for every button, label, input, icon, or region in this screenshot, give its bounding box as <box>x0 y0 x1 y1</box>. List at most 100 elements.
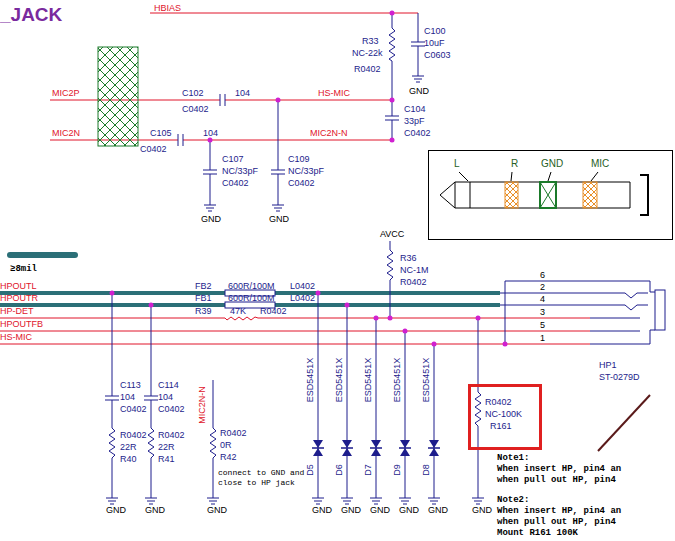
pin-label: GND <box>201 214 221 224</box>
part-label: 104 <box>120 392 135 402</box>
pin-label: 3 <box>540 307 545 317</box>
part-label: C0402 <box>120 404 147 414</box>
box-text: L <box>454 158 460 169</box>
part-label: 47K <box>230 306 246 316</box>
part-label: C107 <box>222 154 244 164</box>
jack-illustration-box: L R GND MIC <box>428 150 673 240</box>
part-label: R0402 <box>400 277 427 287</box>
part-label: ESD5451X <box>363 358 373 403</box>
net-label: MIC2N-N <box>197 386 207 424</box>
part-label: C109 <box>288 154 310 164</box>
part-label: L0402 <box>290 293 315 303</box>
part-label: FB2 <box>195 281 212 291</box>
pin-label: GND <box>409 86 429 96</box>
part-label: D8 <box>421 464 431 476</box>
part-label: C100 <box>424 26 446 36</box>
box-text: MIC <box>591 158 609 169</box>
note-text: ≥8mil <box>10 264 37 275</box>
part-label: ST-0279D <box>599 372 640 382</box>
net-label: HS-MIC <box>318 88 350 98</box>
part-label: R0402 <box>158 430 185 440</box>
note-text: when pull out HP, pin4 <box>497 517 616 528</box>
note-text: connect to GND and close to HP jack <box>218 468 316 488</box>
note-text: when pull out HP, pin4 <box>497 475 616 486</box>
note-text: When insert HP, pin4 an <box>497 464 621 475</box>
part-label: D7 <box>363 464 373 476</box>
note-text: When insert HP, pin4 an <box>497 506 621 517</box>
net-label: MIC2P <box>52 88 80 98</box>
net-label: MIC2N-N <box>310 128 348 138</box>
part-label: C0402 <box>158 404 185 414</box>
part-label: ESD5451X <box>334 358 344 403</box>
part-label: C105 <box>150 128 172 138</box>
box-text: R <box>511 158 518 169</box>
pin-label: GND <box>145 505 165 515</box>
part-label: R41 <box>158 454 175 464</box>
diagram-title: _JACK <box>0 4 62 26</box>
part-label: NC-1M <box>400 265 429 275</box>
net-label: HBIAS <box>154 3 181 13</box>
box-text: NC-100K <box>485 409 522 419</box>
part-label: ESD5451X <box>421 358 431 403</box>
part-label: C113 <box>120 380 141 390</box>
pin-label: GND <box>472 505 492 515</box>
box-text: GND <box>541 158 563 169</box>
part-label: C0402 <box>222 178 249 188</box>
net-label: HS-MIC <box>0 332 32 342</box>
pin-label: 1 <box>540 333 545 343</box>
part-label: C102 <box>182 88 204 98</box>
note-text: Note1: <box>497 453 529 464</box>
pin-label: GND <box>269 214 289 224</box>
part-label: 600R/100M <box>228 281 275 291</box>
part-label: R42 <box>220 452 237 462</box>
part-label: 104 <box>235 88 250 98</box>
part-label: D6 <box>334 464 344 476</box>
pin-label: GND <box>370 505 390 515</box>
part-label: C0402 <box>404 128 431 138</box>
pin-label: GND <box>341 505 361 515</box>
pin-label: 2 <box>540 282 545 292</box>
part-label: D9 <box>392 464 402 476</box>
part-label: ESD5451X <box>305 358 315 403</box>
part-label: L0402 <box>290 281 315 291</box>
part-label: R33 <box>362 36 379 46</box>
part-label: R36 <box>400 253 417 263</box>
net-label: HPOUTR <box>0 293 38 303</box>
net-label: MIC2N <box>52 128 80 138</box>
part-label: FB1 <box>195 293 212 303</box>
net-label: HPOUTL <box>0 281 37 291</box>
part-label: R0402 <box>120 430 147 440</box>
part-label: 104 <box>203 128 218 138</box>
part-label: R0402 <box>354 64 381 74</box>
part-label: 600R/100M <box>228 293 275 303</box>
part-label: C0402 <box>182 104 209 114</box>
pin-label: GND <box>207 505 227 515</box>
pin-label: 5 <box>540 320 545 330</box>
part-label: NC-22k <box>352 48 383 58</box>
pin-label: 4 <box>540 294 545 304</box>
part-label: 22R <box>120 442 137 452</box>
note-text: Mount R161 100K <box>497 528 578 539</box>
part-label: C114 <box>158 380 179 390</box>
part-label: NC/33pF <box>288 166 324 176</box>
part-label: HP1 <box>599 360 617 370</box>
part-label: R40 <box>120 454 137 464</box>
part-label: C0402 <box>288 178 315 188</box>
pin-label: GND <box>312 505 332 515</box>
part-label: 10uF <box>424 38 445 48</box>
part-label: C0402 <box>140 144 167 154</box>
pin-label: 6 <box>540 270 545 280</box>
part-label: ESD5451X <box>392 358 402 403</box>
part-label: 0R <box>220 440 232 450</box>
part-label: R39 <box>195 306 212 316</box>
highlight-box: R0402NC-100KR161 <box>468 384 542 450</box>
box-text: R161 <box>490 421 512 431</box>
part-label: C104 <box>404 104 426 114</box>
part-label: R0402 <box>220 428 247 438</box>
pin-label: GND <box>399 505 419 515</box>
part-label: 104 <box>158 392 173 402</box>
part-label: 33pF <box>404 116 425 126</box>
net-label: HP-DET <box>0 306 34 316</box>
